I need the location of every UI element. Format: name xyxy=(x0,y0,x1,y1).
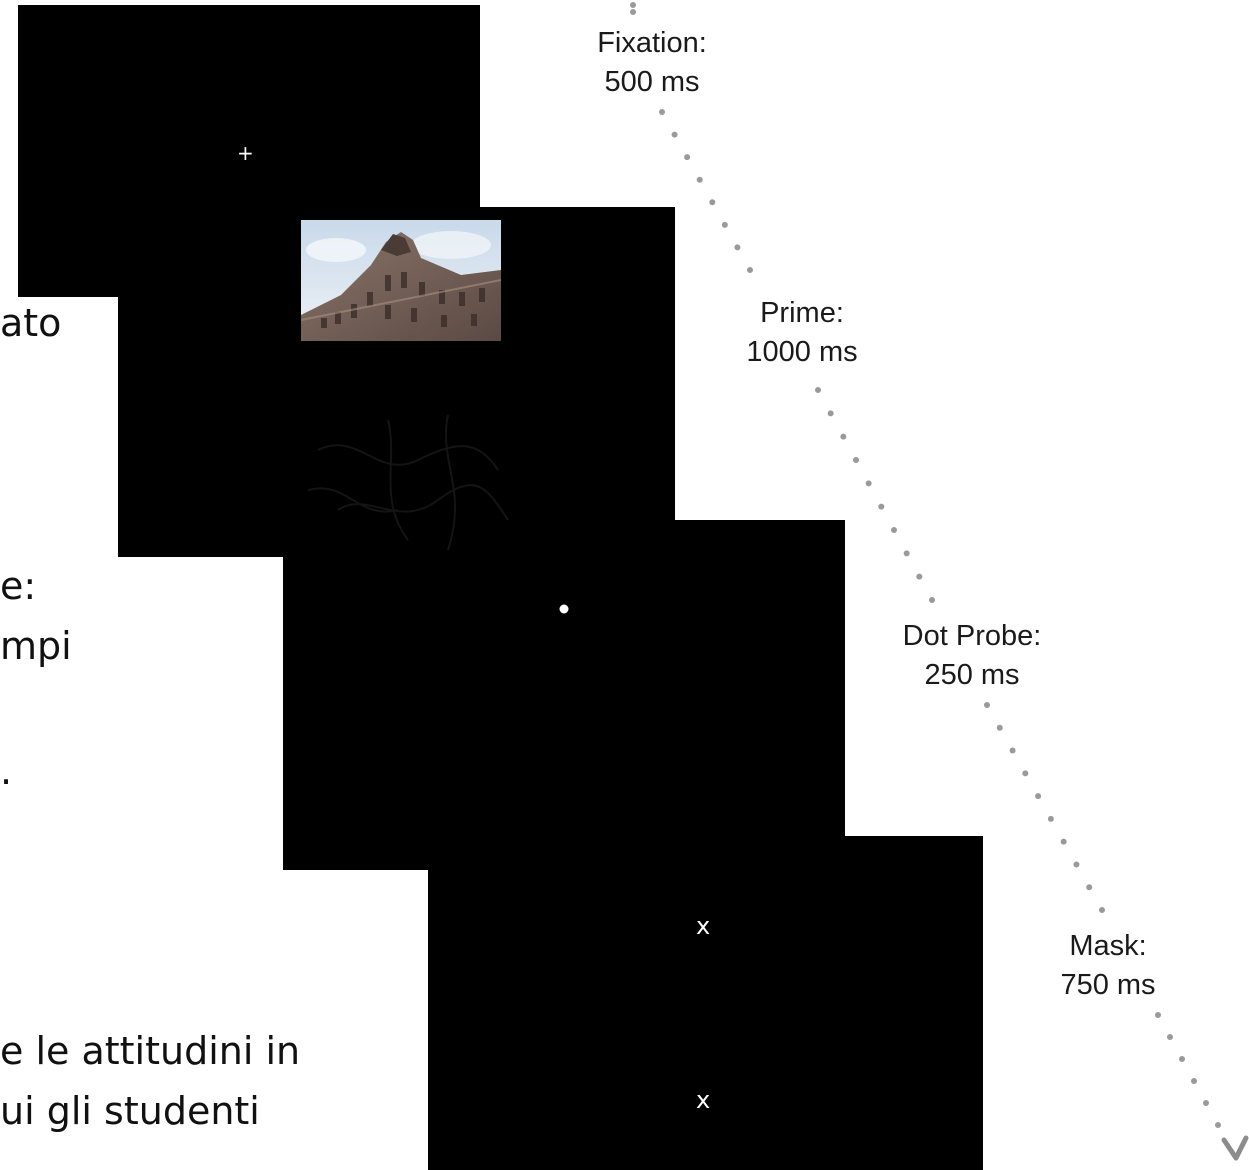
timeline-dot xyxy=(840,433,847,440)
timeline-dot xyxy=(630,2,636,8)
stage-label-dot-probe: Dot Probe: 250 ms xyxy=(872,617,1072,695)
timeline-dot xyxy=(903,550,910,557)
timeline-dot xyxy=(1167,1034,1173,1040)
stage-name-dot-probe: Dot Probe: xyxy=(902,620,1042,652)
timeline-dot xyxy=(1009,747,1016,754)
stage-duration-fixation: 500 ms xyxy=(604,66,700,98)
timeline-dot xyxy=(878,503,885,510)
timeline-dot xyxy=(721,221,728,228)
slide-text-fragment-1: ato xyxy=(0,301,62,345)
mask-pattern xyxy=(307,414,509,551)
stage-duration-dot-probe: 250 ms xyxy=(924,659,1020,691)
fixation-cross: + xyxy=(237,141,254,165)
slide-text-fragment-5: e le attitudini in xyxy=(0,1029,301,1073)
stage-name-fixation: Fixation: xyxy=(597,27,707,59)
timeline-dot xyxy=(684,154,691,161)
slide-text-fragment-3: mpi xyxy=(0,624,72,668)
timeline-dot xyxy=(929,597,935,603)
timeline-dot xyxy=(671,131,678,138)
stage-duration-mask: 750 ms xyxy=(1060,969,1156,1001)
timeline-dot xyxy=(1035,793,1042,800)
stage-duration-prime: 1000 ms xyxy=(746,336,858,368)
prime-image-building xyxy=(301,220,501,341)
stage-name-prime: Prime: xyxy=(760,297,844,329)
timeline-dot xyxy=(1099,907,1105,913)
timeline-dot xyxy=(1191,1078,1197,1084)
slide-text-fragment-6: ui gli studenti xyxy=(0,1089,260,1133)
timeline-dot xyxy=(984,702,990,708)
timeline-dot xyxy=(1047,815,1054,822)
timeline-dot xyxy=(996,724,1003,731)
slide-text-fragment-2: e: xyxy=(0,564,37,608)
stage-label-mask: Mask: 750 ms xyxy=(1028,927,1188,1005)
timeline-dot xyxy=(630,9,636,15)
timeline-dot xyxy=(916,573,923,580)
timeline-dot xyxy=(696,176,703,183)
mask-symbol-bottom: x xyxy=(696,1086,711,1114)
timeline-dot xyxy=(865,480,872,487)
timeline-dot xyxy=(734,244,741,251)
timeline-dot xyxy=(815,387,821,393)
timeline-dot xyxy=(1203,1100,1209,1106)
timeline-dot xyxy=(659,109,665,115)
timeline-dot xyxy=(1060,838,1067,845)
timeline-dot xyxy=(1086,884,1093,891)
timeline-dot xyxy=(891,527,897,533)
timeline-dot xyxy=(1155,1012,1161,1018)
prime-screen xyxy=(118,207,675,557)
stage-name-mask: Mask: xyxy=(1069,930,1147,962)
slide-text-fragment-4: . xyxy=(0,749,13,793)
stage-label-prime: Prime: 1000 ms xyxy=(722,294,882,372)
dot-probe-screen xyxy=(283,520,845,870)
timeline-dot xyxy=(1179,1056,1185,1062)
stage-label-fixation: Fixation: 500 ms xyxy=(572,24,732,102)
timeline-dot xyxy=(827,410,834,417)
timeline-dot xyxy=(747,267,753,273)
timeline-dot xyxy=(853,457,859,463)
probe-dot xyxy=(559,604,569,614)
timeline-dot xyxy=(1022,770,1029,777)
mask-symbol-top: x xyxy=(696,912,711,940)
timeline-dot xyxy=(1215,1122,1221,1128)
timeline-dot xyxy=(709,199,716,206)
mask-screen: x x xyxy=(428,836,983,1170)
timeline-arrowhead-icon xyxy=(1221,1135,1249,1161)
timeline-dot xyxy=(1073,861,1080,868)
